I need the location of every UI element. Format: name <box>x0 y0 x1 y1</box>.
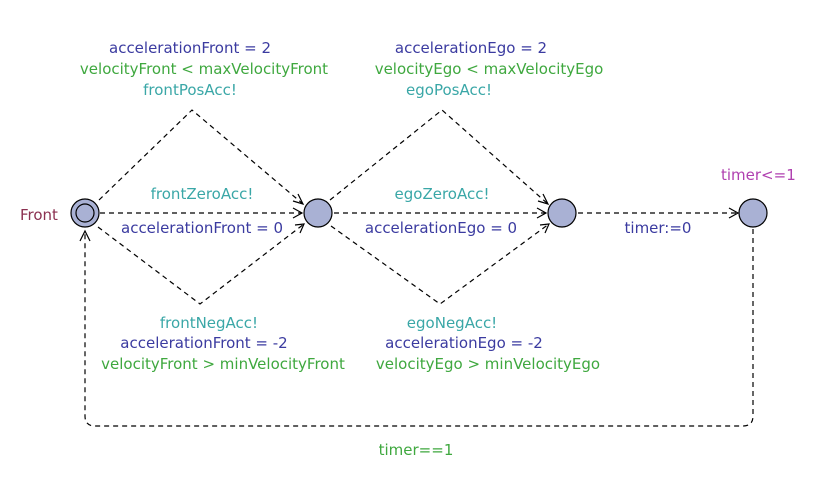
ego-neg-guard: velocityEgo > minVelocityEgo <box>376 355 600 373</box>
edge-loop-back[interactable] <box>84 229 754 427</box>
edge-ego-pos-acc[interactable] <box>329 109 549 205</box>
arrowhead-front-pos <box>292 193 305 205</box>
ego-neg-assignment: accelerationEgo = -2 <box>385 334 543 352</box>
edge-front-neg-acc[interactable] <box>97 223 305 305</box>
front-pos-guard: velocityFront < maxVelocityFront <box>80 60 328 78</box>
front-pos-assignment: accelerationFront = 2 <box>109 39 271 57</box>
arrowhead-front-zero <box>292 207 304 219</box>
ego-neg-sync: egoNegAcc! <box>407 314 497 332</box>
front-neg-sync: frontNegAcc! <box>160 314 258 332</box>
timer-reset-assignment: timer:=0 <box>625 219 692 237</box>
front-neg-assignment: accelerationFront = -2 <box>120 334 287 352</box>
edge-front-pos-acc[interactable] <box>98 109 304 205</box>
arrowhead-ego-neg <box>539 223 550 234</box>
location-s1[interactable] <box>303 198 333 228</box>
edges <box>79 109 754 427</box>
location-s3[interactable] <box>738 198 768 228</box>
states <box>70 198 768 228</box>
arrowhead-ego-pos <box>537 193 550 205</box>
invariant-timer: timer<=1 <box>721 166 796 184</box>
front-zero-assignment: accelerationFront = 0 <box>121 219 283 237</box>
ego-pos-guard: velocityEgo < maxVelocityEgo <box>375 60 604 78</box>
ego-pos-assignment: accelerationEgo = 2 <box>395 39 547 57</box>
location-front-initial-marker <box>75 203 95 223</box>
location-front-name: Front <box>20 206 58 224</box>
ego-zero-assignment: accelerationEgo = 0 <box>365 219 517 237</box>
arrowhead-loop-back <box>79 229 91 242</box>
labels: Front timer<=1 accelerationFront = 2 vel… <box>20 39 796 459</box>
loop-back-guard: timer==1 <box>379 441 454 459</box>
location-s2[interactable] <box>547 198 577 228</box>
ego-zero-sync: egoZeroAcc! <box>395 185 490 203</box>
arrowhead-front-neg <box>294 223 305 234</box>
front-pos-sync: frontPosAcc! <box>143 81 237 99</box>
arrowhead-ego-zero <box>536 207 548 219</box>
front-zero-sync: frontZeroAcc! <box>151 185 254 203</box>
ego-pos-sync: egoPosAcc! <box>406 81 492 99</box>
arrowhead-timer-reset <box>728 207 740 219</box>
front-neg-guard: velocityFront > minVelocityFront <box>101 355 345 373</box>
